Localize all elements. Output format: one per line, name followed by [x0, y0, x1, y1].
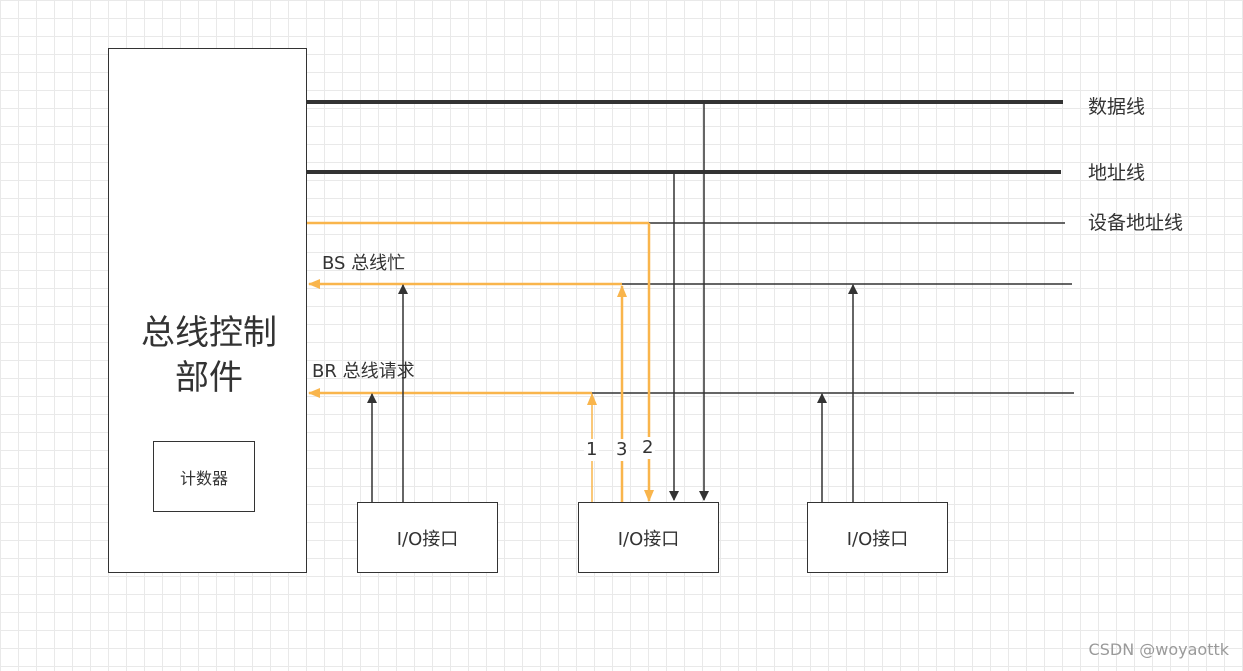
br-signal-label: BR 总线请求 — [312, 361, 415, 382]
step-3-label: 3 — [614, 439, 630, 461]
address-line-label: 地址线 — [1088, 162, 1146, 184]
device-address-line-label: 设备地址线 — [1088, 212, 1184, 234]
data-line-label: 数据线 — [1088, 96, 1146, 118]
io-interface-1: I/O接口 — [357, 502, 498, 573]
counter-label: 计数器 — [179, 468, 228, 488]
step-1-label: 1 — [584, 439, 600, 461]
io-interface-2-label: I/O接口 — [617, 528, 680, 550]
io-interface-3-label: I/O接口 — [846, 528, 909, 550]
bs-signal-label: BS 总线忙 — [322, 253, 406, 274]
io-interface-3: I/O接口 — [807, 502, 948, 573]
bus-controller-title: 总线控制部件 — [141, 313, 277, 398]
io-interface-2: I/O接口 — [578, 502, 719, 573]
step-2-label: 2 — [640, 437, 656, 459]
io-interface-1-label: I/O接口 — [396, 528, 459, 550]
counter-box: 计数器 — [153, 441, 255, 512]
watermark: CSDN @woyaottk — [1088, 640, 1229, 659]
